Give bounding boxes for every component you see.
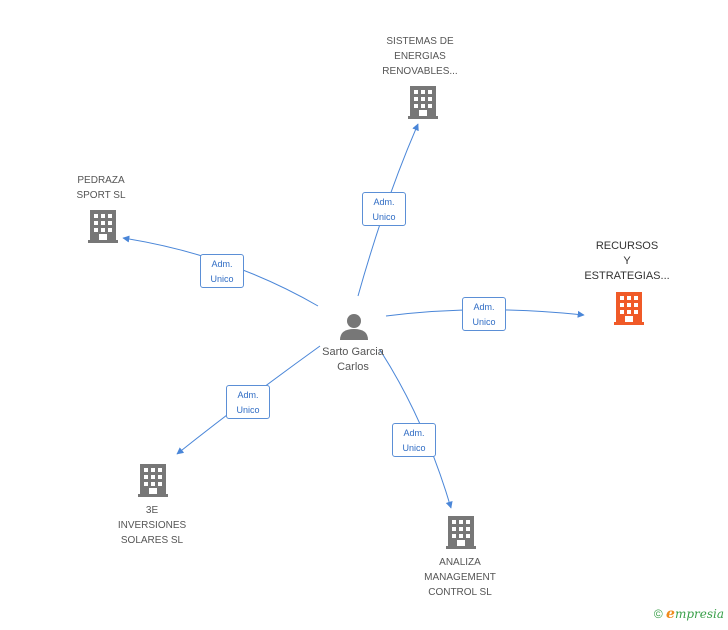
node-label-line: RENOVABLES...	[382, 66, 458, 77]
node-label-line: ESTRATEGIAS...	[584, 270, 670, 282]
node-label-sistemas[interactable]: SISTEMAS DE ENERGIAS RENOVABLES...	[382, 34, 457, 79]
role-badge-recursos[interactable]: Adm. Unico	[462, 297, 506, 331]
role-badge-line1: Adm.	[403, 428, 425, 438]
building-icon[interactable]	[138, 464, 168, 497]
person-name-line1: Sarto Garcia	[322, 346, 384, 358]
role-badge-line2: Unico	[236, 405, 260, 415]
node-label-pedraza[interactable]: PEDRAZA SPORT SL	[76, 173, 125, 203]
node-label-3e[interactable]: 3E INVERSIONES SOLARES SL	[118, 503, 186, 548]
node-label-recursos[interactable]: RECURSOS Y ESTRATEGIAS...	[584, 239, 669, 284]
brand-logo-rest: mpresia	[674, 607, 724, 621]
node-label-line: ANALIZA	[439, 557, 481, 568]
node-label-line: 3E	[145, 505, 159, 516]
role-badge-line2: Unico	[210, 274, 234, 284]
node-label-line: INVERSIONES	[117, 520, 187, 531]
role-badge-pedraza[interactable]: Adm. Unico	[200, 254, 244, 288]
role-badge-line1: Adm.	[473, 302, 495, 312]
node-label-line: CONTROL SL	[428, 587, 492, 598]
person-icon[interactable]	[340, 314, 368, 340]
node-label-line: SISTEMAS DE	[386, 36, 454, 47]
footer-brand: © empresia	[654, 606, 724, 622]
role-badge-line1: Adm.	[373, 197, 395, 207]
building-icon[interactable]	[408, 86, 438, 119]
role-badge-sistemas[interactable]: Adm. Unico	[362, 192, 406, 226]
node-label-line: ENERGIAS	[394, 51, 446, 62]
node-label-line: RECURSOS	[595, 240, 659, 252]
brand-logo-e: e	[666, 606, 675, 622]
role-badge-analiza[interactable]: Adm. Unico	[392, 423, 436, 457]
role-badge-line2: Unico	[372, 212, 396, 222]
person-name-line2: Carlos	[337, 361, 369, 373]
role-badge-line2: Unico	[472, 317, 496, 327]
copyright-icon: ©	[653, 607, 663, 621]
node-label-analiza[interactable]: ANALIZA MANAGEMENT CONTROL SL	[424, 555, 496, 600]
building-icon[interactable]	[446, 516, 476, 549]
role-badge-line2: Unico	[402, 443, 426, 453]
role-badge-line1: Adm.	[237, 390, 259, 400]
node-label-line: Y	[623, 255, 631, 267]
brand-logo[interactable]: empresia	[666, 606, 724, 622]
person-name[interactable]: Sarto Garcia Carlos	[322, 345, 384, 375]
building-icon[interactable]	[614, 292, 644, 325]
node-label-line: SPORT SL	[76, 190, 126, 201]
role-badge-line1: Adm.	[211, 259, 233, 269]
node-label-line: PEDRAZA	[77, 175, 125, 186]
building-icon[interactable]	[88, 210, 118, 243]
node-label-line: SOLARES SL	[120, 535, 184, 546]
role-badge-3e[interactable]: Adm. Unico	[226, 385, 270, 419]
node-label-line: MANAGEMENT	[424, 572, 496, 583]
